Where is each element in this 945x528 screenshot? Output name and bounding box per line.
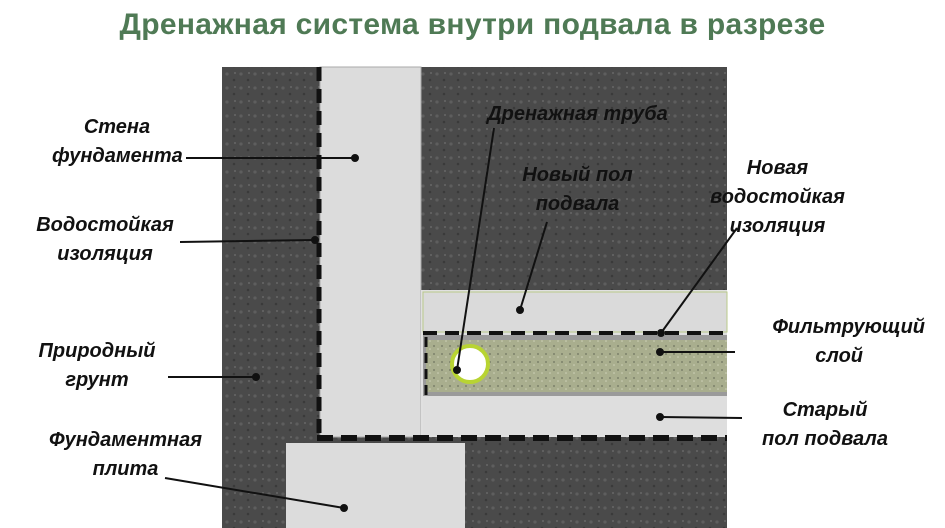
label-foundation-slab: Фундаментная плита [28,426,223,484]
label-line: Стена [83,116,151,138]
foundation-wall [319,66,422,438]
label-waterproofing: Водостойкая изоляция [30,211,180,269]
label-line: водостойкая [710,186,845,208]
label-foundation-wall: Стена фундамента [52,113,183,171]
label-line: грунт [65,369,129,391]
label-line: изоляция [729,215,826,237]
label-line: плита [92,458,159,480]
label-new-waterproofing: Новая водостойкая изоляция [690,154,865,241]
label-line: слой [815,345,863,367]
label-drainage-pipe: Дренажная труба [460,100,695,129]
drainage-pipe [450,344,490,384]
label-line: пол подвала [762,428,888,450]
label-line: Новая [746,157,809,179]
label-line: подвала [535,193,620,215]
label-old-floor: Старый пол подвала [740,396,910,454]
label-line: Фундаментная [48,429,203,451]
label-natural-soil: Природный грунт [22,337,172,395]
foundation-slab [286,443,465,528]
label-line: Природный [38,340,156,362]
label-line: Водостойкая [36,214,174,236]
label-line: Новый пол [522,164,633,186]
label-line: Дренажная труба [487,103,668,125]
label-line: Фильтрующий [772,316,925,338]
diagram-title: Дренажная система внутри подвала в разре… [119,8,826,41]
leader-lines [164,127,743,512]
label-filter-layer: Фильтрующий слой [735,313,925,371]
label-line: изоляция [57,243,153,265]
label-line: фундамента [52,145,183,167]
label-new-floor: Новый пол подвала [515,161,640,219]
label-line: Старый [782,399,868,421]
old-floor [423,396,727,435]
